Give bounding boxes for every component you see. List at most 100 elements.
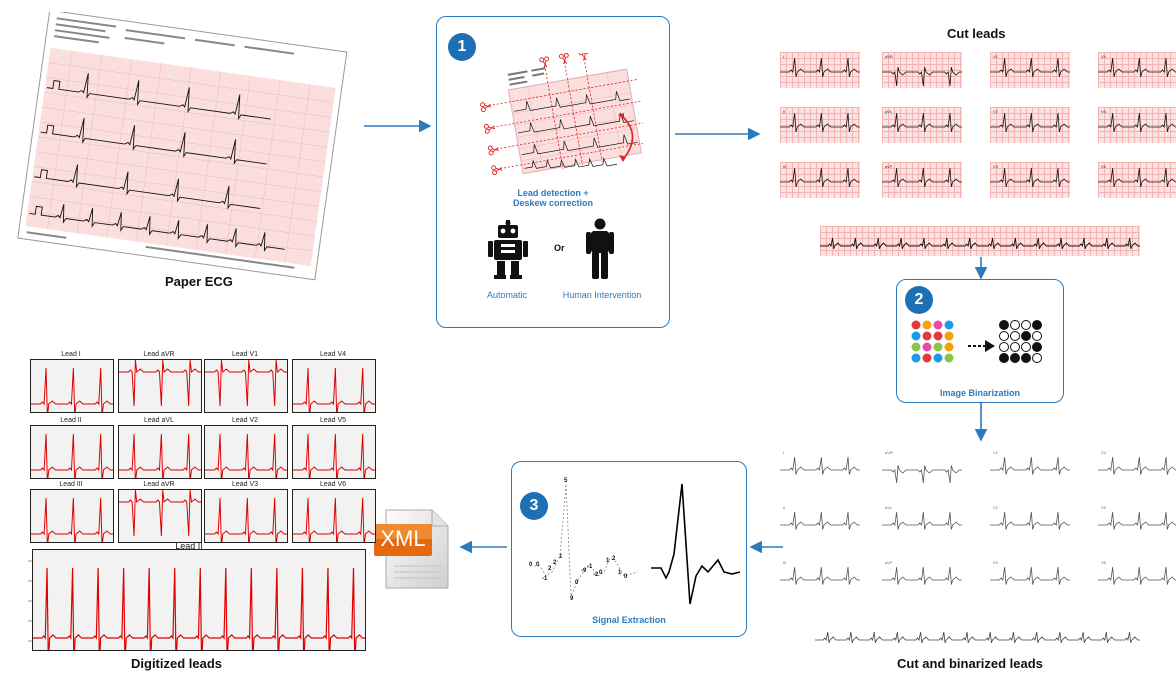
automatic-label: Automatic (486, 290, 528, 300)
cut-lead-tile: aVR (882, 52, 962, 88)
binary-dot (1032, 342, 1042, 352)
digitized-panel (204, 489, 288, 543)
cut-lead-tag: V4 (1101, 54, 1106, 59)
color-dot (944, 342, 954, 352)
digitized-panel (292, 489, 376, 543)
sample-number: 2 (612, 556, 616, 562)
step1-box: 1 (436, 16, 670, 328)
binarized-lead-tile: V1 (990, 448, 1070, 484)
or-label: Or (554, 243, 565, 253)
binarized-lead-tag: V4 (1101, 450, 1106, 455)
step1-caption-line2: Deskew correction (512, 198, 594, 208)
sample-number: 0 (599, 570, 603, 576)
sample-number: -2 (593, 572, 599, 578)
digitized-panel-title: Lead V4 (319, 351, 347, 358)
binarized-lead-tile: V4 (1098, 448, 1176, 484)
xml-label: XML (380, 526, 426, 551)
step2-box: 2 Image Binarization (896, 279, 1064, 403)
binary-dot (1021, 342, 1031, 352)
sample-number: 0 (624, 574, 628, 580)
arrow-to-cut-leads (675, 128, 761, 140)
cut-lead-tile: V2 (990, 107, 1070, 143)
cut-lead-tile: I (780, 52, 860, 88)
binary-dot (1010, 331, 1020, 341)
cut-long-lead (820, 226, 1140, 256)
digitized-panel-title: Lead aVR (143, 481, 175, 488)
color-dot (922, 331, 932, 341)
binarized-lead-tile: aVR (882, 448, 962, 484)
digitized-panel (292, 359, 376, 413)
binary-dot (1021, 353, 1031, 363)
binary-dot (999, 331, 1009, 341)
digitized-panel-title: Lead V5 (319, 417, 347, 424)
cut-lead-tag: aVL (885, 109, 893, 114)
binary-dot (1021, 331, 1031, 341)
binary-dot (1032, 320, 1042, 330)
digitized-panel-title: Lead aVR (143, 351, 175, 358)
digitized-panel-title: Lead aVL (144, 417, 174, 424)
binary-dot (1010, 320, 1020, 330)
color-dot (944, 331, 954, 341)
binary-dot (1021, 320, 1031, 330)
color-dot (933, 342, 943, 352)
xml-file-icon: XML (372, 506, 456, 590)
cut-lead-tag: V1 (993, 54, 998, 59)
binary-dot (1010, 342, 1020, 352)
cut-lead-tile: aVF (882, 162, 962, 198)
sample-number: -1 (587, 564, 593, 570)
cut-lead-tag: V6 (1101, 164, 1106, 169)
binary-dot (999, 353, 1009, 363)
color-dot (922, 342, 932, 352)
binarized-lead-tag: V6 (1101, 560, 1106, 565)
digitized-panel-title: Lead V6 (319, 481, 347, 488)
binarized-lead-tag: V1 (993, 450, 998, 455)
paper-ecg-label: Paper ECG (165, 274, 233, 289)
sample-number: 0 (536, 562, 540, 568)
arrow-to-step3 (749, 541, 783, 553)
binary-dot (999, 342, 1009, 352)
binarized-lead-tile: I (780, 448, 860, 484)
binarized-lead-tile: V2 (990, 503, 1070, 539)
cut-lead-tag: V3 (993, 164, 998, 169)
arrow-to-binarized (975, 403, 987, 442)
binarized-lead-tag: aVL (885, 505, 893, 510)
digitized-panel-title: Lead V3 (231, 481, 259, 488)
color-dot (911, 342, 921, 352)
arrow-to-step1 (364, 120, 432, 132)
sample-number: 2 (553, 560, 557, 566)
cut-binarized-label: Cut and binarized leads (897, 656, 1043, 671)
digitized-panel-title: Lead I (61, 351, 81, 358)
sample-number: 0 (575, 580, 579, 586)
sample-number: 1 (618, 570, 622, 576)
digitized-panel-title: Lead II (60, 417, 82, 424)
digitized-panel (118, 425, 202, 479)
digitized-panel (118, 359, 202, 413)
color-dot (933, 331, 943, 341)
long-panel-title: Lead II (175, 541, 203, 551)
step3-number-badge: 3 (520, 492, 548, 520)
color-dot (922, 320, 932, 330)
digitized-panel-title: Lead V2 (231, 417, 259, 424)
arrow-to-xml (459, 541, 507, 553)
cut-lead-tag: aVR (885, 54, 893, 59)
binarized-lead-tag: V3 (993, 560, 998, 565)
color-dot (911, 353, 921, 363)
cut-leads-label: Cut leads (947, 26, 1006, 41)
digitized-panel (204, 359, 288, 413)
digitized-panel (30, 425, 114, 479)
binarized-lead-tile: II (780, 503, 860, 539)
sample-number: 1 (606, 558, 610, 564)
color-dot (922, 353, 932, 363)
binary-dot (1032, 353, 1042, 363)
digitized-panel (204, 425, 288, 479)
step2-caption: Image Binarization (939, 388, 1020, 398)
cut-lead-tile: II (780, 107, 860, 143)
lead-detection-illustration (480, 53, 643, 176)
cut-lead-tile: V4 (1098, 52, 1176, 88)
cut-lead-tile: V5 (1098, 107, 1176, 143)
sample-number: 1 (559, 554, 563, 560)
